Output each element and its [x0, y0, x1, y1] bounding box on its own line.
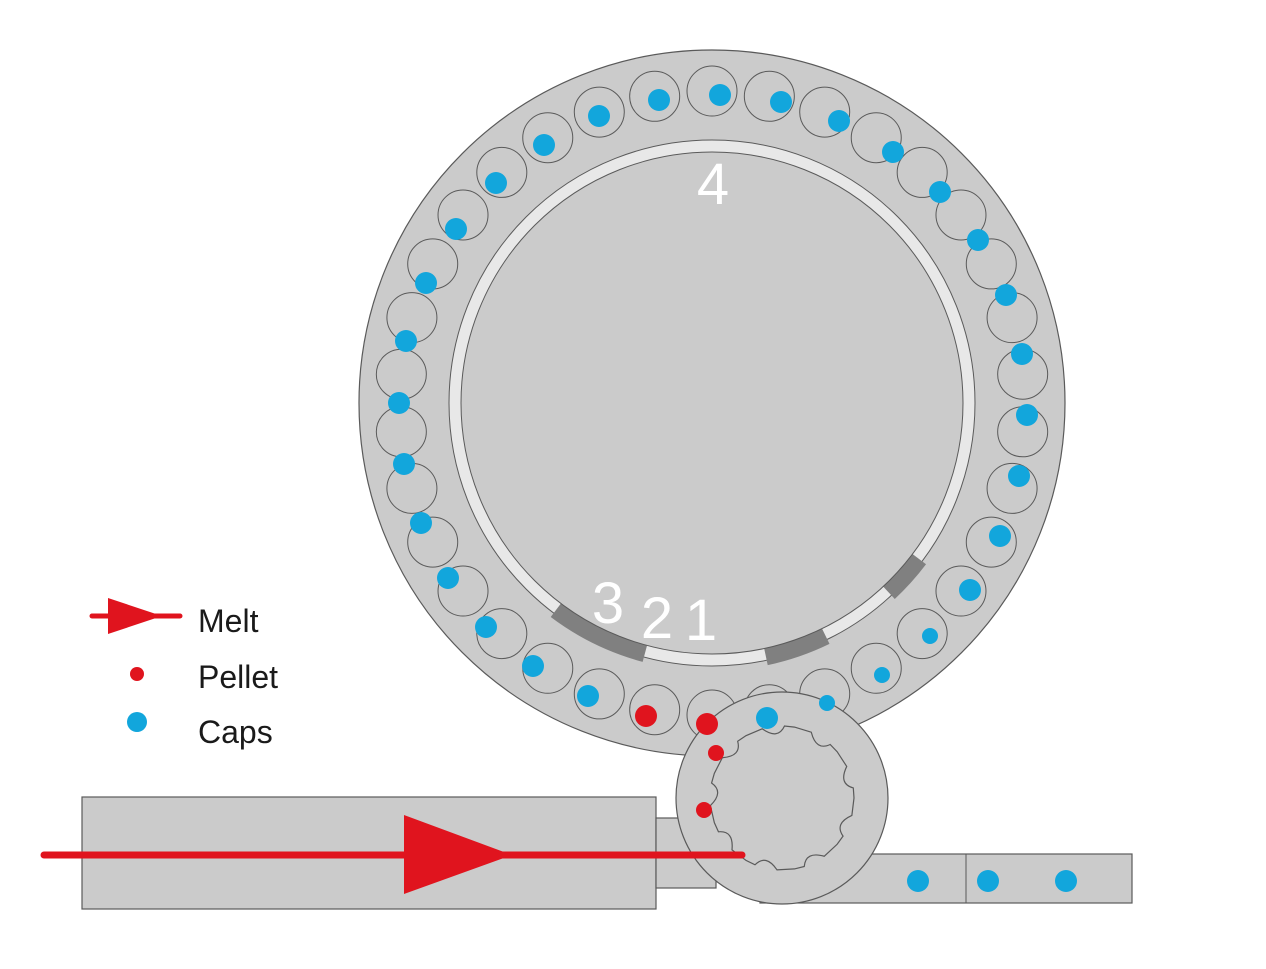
cap	[475, 616, 497, 638]
cap	[437, 567, 459, 589]
mold-cavity	[799, 86, 851, 138]
cap	[709, 84, 731, 106]
red-dot-icon	[130, 667, 144, 681]
cap	[395, 330, 417, 352]
arrow-icon	[89, 598, 183, 634]
cap	[522, 655, 544, 677]
cap	[1011, 343, 1033, 365]
stage-label-2: 2	[641, 586, 673, 651]
mold-cavity	[850, 112, 902, 164]
legend-item-pellet: Pellet	[130, 659, 278, 695]
mold-cavity	[965, 516, 1017, 568]
cap	[648, 89, 670, 111]
mold-cavity	[743, 70, 795, 122]
pellet	[696, 802, 712, 818]
cap	[1016, 404, 1038, 426]
cap	[770, 91, 792, 113]
cap	[415, 272, 437, 294]
legend-item-caps: Caps	[127, 712, 273, 750]
cap	[388, 392, 410, 414]
pellet	[696, 713, 718, 735]
cap	[959, 579, 981, 601]
stage-label-3: 3	[592, 571, 624, 636]
mold-cavity	[573, 668, 625, 720]
cam-track-segment	[550, 599, 649, 662]
mold-cavity	[629, 684, 681, 736]
star-wheel-pockets	[709, 725, 855, 871]
cap	[577, 685, 599, 707]
cap	[977, 870, 999, 892]
cap	[882, 141, 904, 163]
cap	[410, 512, 432, 534]
cap	[907, 870, 929, 892]
mold-cavity	[573, 86, 625, 138]
cap	[929, 181, 951, 203]
mold-cavity	[522, 112, 574, 164]
stage-label-4: 4	[697, 152, 729, 217]
cap	[393, 453, 415, 475]
cap	[874, 667, 890, 683]
mold-cavity	[935, 189, 987, 241]
cap	[828, 110, 850, 132]
cap	[995, 284, 1017, 306]
mold-cavity	[986, 462, 1038, 514]
mold-cavity	[476, 608, 528, 660]
cap	[1008, 465, 1030, 487]
transfer-star-wheel	[675, 691, 889, 905]
cap	[485, 172, 507, 194]
wheel-center-disc	[460, 151, 964, 655]
melt-flow-arrowhead	[404, 815, 512, 894]
mold-cavity	[896, 146, 948, 198]
mold-cavity	[965, 238, 1017, 290]
cap	[819, 695, 835, 711]
cap	[1055, 870, 1077, 892]
legend-label-caps: Caps	[198, 714, 273, 750]
cap	[967, 229, 989, 251]
mold-cavity	[896, 608, 948, 660]
blue-dot-icon	[127, 712, 147, 732]
cap	[922, 628, 938, 644]
stage-label-1: 1	[685, 588, 717, 653]
cap	[588, 105, 610, 127]
legend: Melt Pellet Caps	[89, 598, 278, 750]
mold-cavity	[437, 565, 489, 617]
cam-track-dark-segments	[550, 550, 927, 666]
mold-cavity	[407, 516, 459, 568]
pellet	[708, 745, 724, 761]
mold-cavity	[850, 642, 902, 694]
cap	[445, 218, 467, 240]
caps-and-pellets	[388, 84, 1077, 892]
cap	[989, 525, 1011, 547]
mold-cavity	[686, 65, 738, 117]
cam-track-segment	[879, 550, 927, 600]
cap	[756, 707, 778, 729]
legend-label-pellet: Pellet	[198, 659, 278, 695]
pellet	[635, 705, 657, 727]
legend-item-melt: Melt	[89, 598, 259, 639]
mold-cavity	[476, 146, 528, 198]
mold-cavity	[935, 565, 987, 617]
legend-label-melt: Melt	[198, 603, 259, 639]
cap	[533, 134, 555, 156]
cam-track-segment	[762, 624, 830, 666]
mold-cavity	[629, 70, 681, 122]
mold-cavity	[437, 189, 489, 241]
